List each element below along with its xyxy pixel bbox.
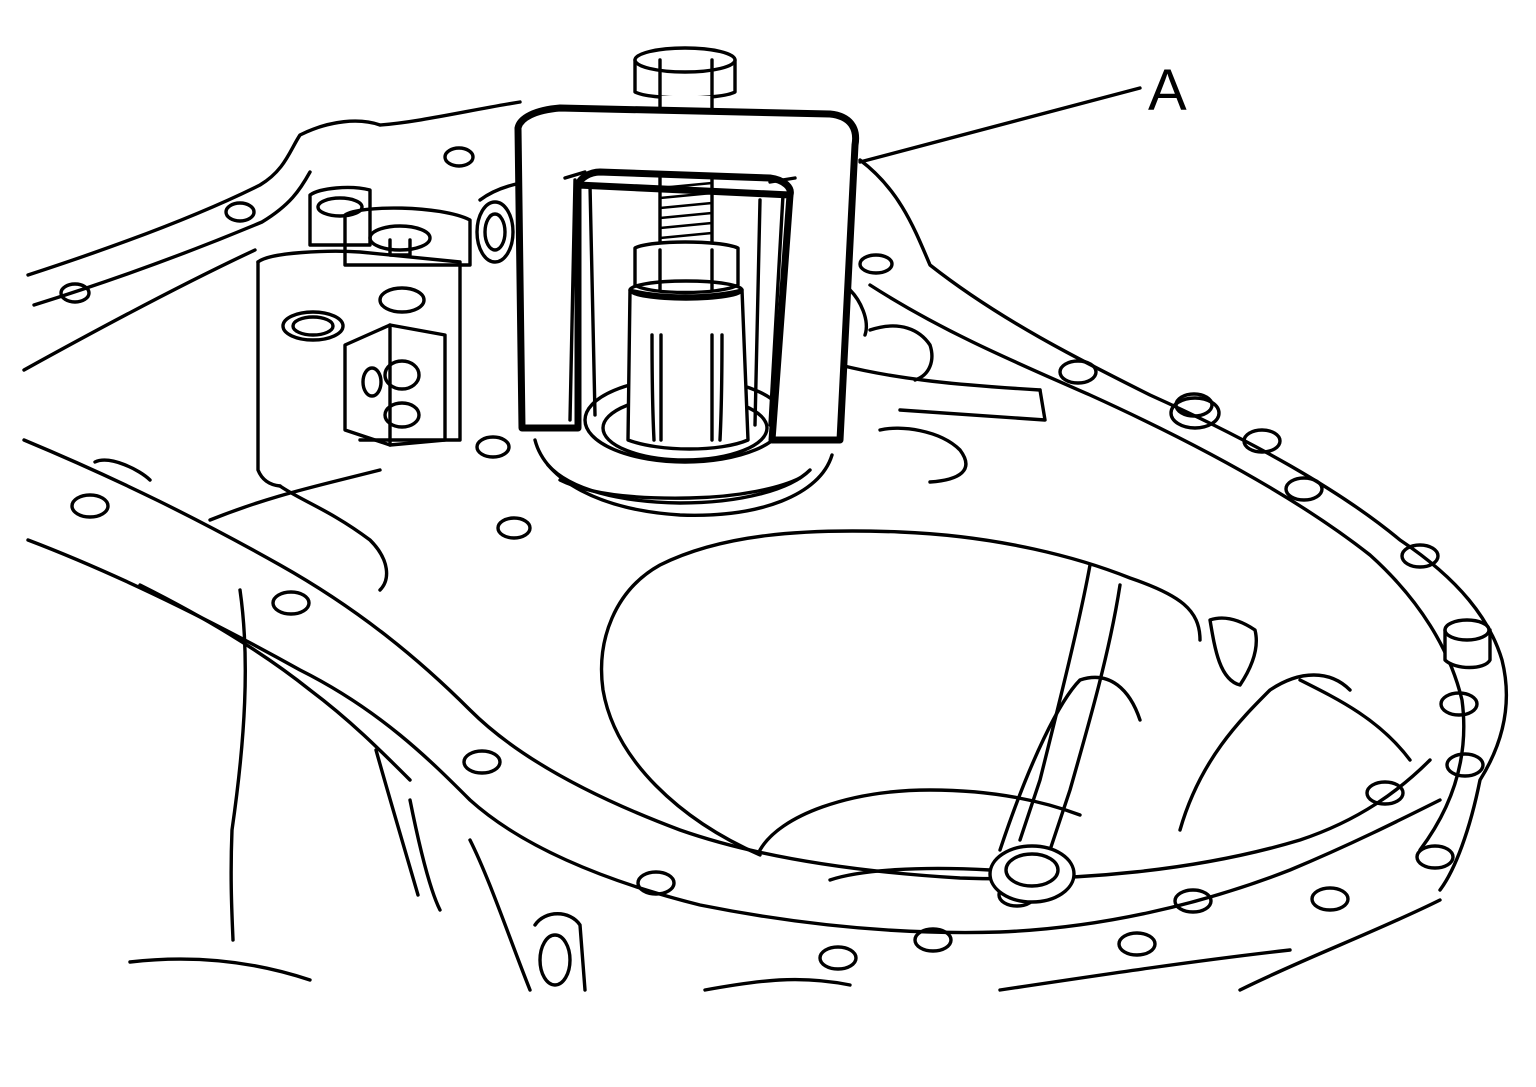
bearing-puller-tool	[514, 46, 860, 451]
callout-leader-line	[858, 86, 1142, 164]
callout-a: A	[858, 58, 1187, 164]
callout-label: A	[1148, 58, 1187, 123]
transmission-case	[22, 100, 1508, 992]
dowel-pin	[1443, 618, 1492, 670]
main-bore	[599, 529, 1202, 857]
bearing-housing	[475, 179, 834, 517]
puller-yoke	[514, 104, 860, 444]
valve-body-casting	[93, 185, 472, 592]
threaded-screw	[658, 173, 714, 247]
collet	[626, 288, 750, 451]
lower-boss	[533, 912, 587, 992]
flange-bolt-holes	[59, 146, 1485, 971]
drain-boss	[988, 844, 1076, 904]
flange-stud	[1169, 396, 1221, 430]
adaptor-nut	[633, 240, 740, 295]
